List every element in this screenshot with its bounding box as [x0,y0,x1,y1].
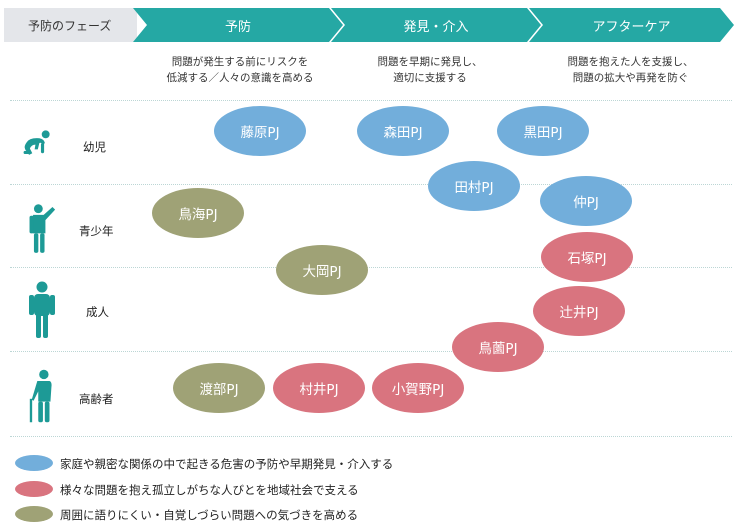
project-watanabe: 渡部PJ [173,363,265,413]
age-label-youth: 青少年 [79,224,114,238]
row-separator [10,100,732,101]
elderly-cane-icon [27,367,57,425]
phase-prevention: 予防 [133,8,343,42]
project-ishizuka: 石塚PJ [541,232,633,282]
project-ooka: 大岡PJ [276,245,368,295]
legend-label-olive: 周囲に語りにくい・自覚しづらい問題への気づきを高める [60,508,359,522]
project-fujiwara: 藤原PJ [214,106,306,156]
crawling-baby-icon [22,126,52,160]
project-kuroda: 黒田PJ [497,106,589,156]
prevention-description: 問題が発生する前にリスクを低減する／人々の意識を高める [166,56,314,84]
phase-detection-intervention: 発見・介入 [331,8,541,42]
legend-swatch-blue [15,455,53,471]
row-separator [10,184,732,185]
phase-aftercare: アフターケア [529,8,734,42]
legend-swatch-olive [15,506,53,522]
aftercare-description: 問題を抱えた人を支援し、問題の拡大や再発を防ぐ [567,56,694,84]
row-separator [10,436,732,437]
legend-label-pink: 様々な問題を抱え孤立しがちな人びとを地域社会で支える [60,483,359,497]
project-naka: 仲PJ [540,176,632,226]
adult-standing-icon [27,281,57,339]
row-separator [10,267,732,268]
project-tamura: 田村PJ [428,161,520,211]
legend-swatch-pink [15,481,53,497]
project-morita: 森田PJ [357,106,449,156]
project-tsujii: 辻井PJ [533,286,625,336]
project-murai: 村井PJ [273,363,365,413]
phase-label: 予防のフェーズ [4,8,137,42]
detection-description: 問題を早期に発見し、適切に支援する [377,56,483,84]
age-label-adult: 成人 [86,305,109,319]
project-toriumi: 鳥海PJ [152,188,244,238]
age-label-elderly: 高齢者 [79,392,114,406]
legend-label-blue: 家庭や親密な関係の中で起きる危害の予防や早期発見・介入する [60,457,394,471]
youth-waving-icon [26,200,56,258]
row-separator [10,351,732,352]
project-torizono: 鳥薗PJ [452,322,544,372]
project-kogano: 小賀野PJ [372,363,464,413]
age-label-infant: 幼児 [83,140,106,154]
